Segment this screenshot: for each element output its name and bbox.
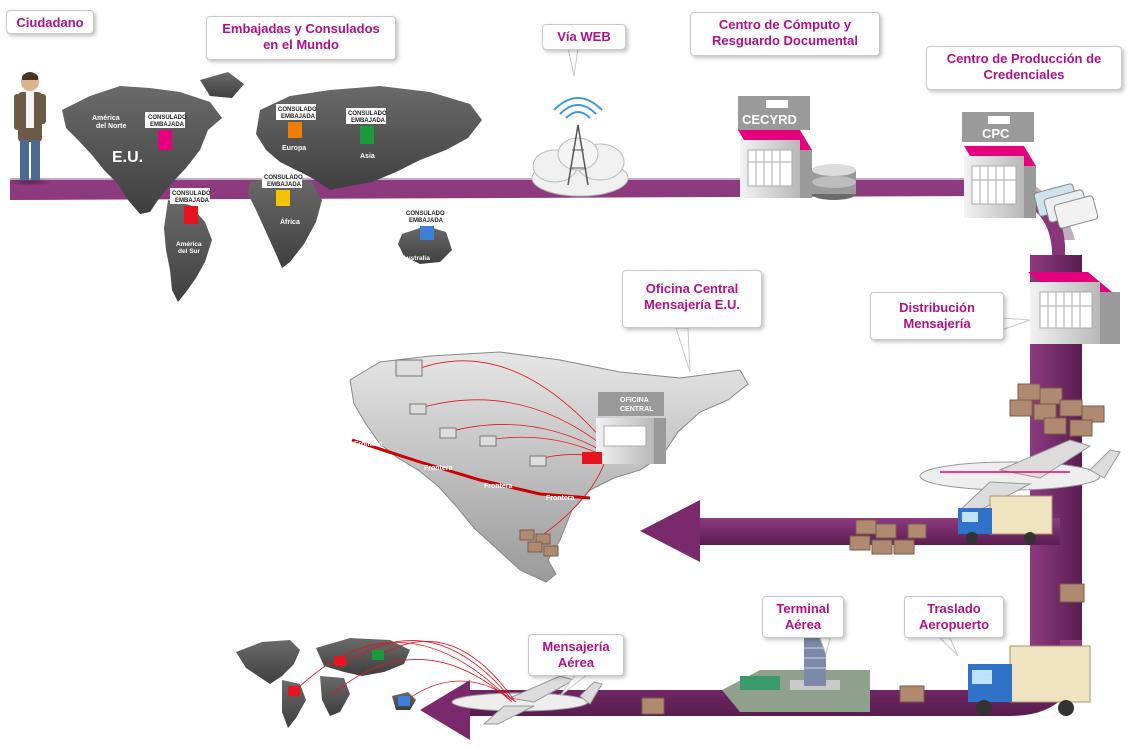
asia-label: Asia bbox=[360, 153, 375, 160]
truck-bottom bbox=[968, 645, 1091, 716]
frontera-label-3: Frontera bbox=[484, 483, 513, 490]
cecyrd-building: IFE CECYRD bbox=[738, 96, 856, 200]
australia-shape bbox=[398, 226, 452, 264]
web-cloud bbox=[531, 97, 629, 197]
callout-ciudadano: Ciudadano bbox=[6, 10, 94, 34]
america-sur-label-2: del Sur bbox=[178, 248, 201, 255]
callout-traslado: Traslado Aeropuerto bbox=[904, 596, 1004, 638]
world-map: América del Norte E.U. América del Sur E… bbox=[62, 72, 482, 302]
ciudadano-figure bbox=[8, 72, 52, 186]
callout-embajadas: Embajadas y Consulados en el Mundo bbox=[206, 16, 396, 60]
consulado-marker-sa: CONSULADO EMBAJADA bbox=[170, 188, 211, 224]
svg-text:CONSULADO: CONSULADO bbox=[172, 191, 211, 197]
svg-text:IFE: IFE bbox=[992, 118, 1000, 124]
africa-shape bbox=[248, 176, 322, 268]
svg-text:CONSULADO: CONSULADO bbox=[264, 175, 303, 181]
svg-text:EMBAJADA: EMBAJADA bbox=[351, 118, 386, 124]
cpc-building: IFE CPC bbox=[962, 112, 1099, 229]
callout-via-web: Vía WEB bbox=[542, 24, 626, 50]
svg-text:EMBAJADA: EMBAJADA bbox=[150, 122, 185, 128]
south-america-shape bbox=[164, 200, 212, 302]
australia-label: Australia bbox=[402, 255, 430, 262]
america-norte-label-2: del Norte bbox=[96, 123, 126, 130]
callout-mensajeria-aerea: Mensajería Aérea bbox=[528, 634, 624, 676]
svg-text:CENTRAL: CENTRAL bbox=[620, 406, 654, 413]
consulado-marker-asia: CONSULADO EMBAJADA bbox=[346, 108, 387, 144]
africa-label: África bbox=[280, 217, 300, 226]
passenger-airplane bbox=[451, 675, 603, 725]
svg-text:EMBAJADA: EMBAJADA bbox=[281, 114, 316, 120]
bottom-world-map bbox=[236, 638, 517, 728]
oficina-central-building: OFICINA CENTRAL bbox=[596, 392, 666, 464]
svg-text:EMBAJADA: EMBAJADA bbox=[175, 198, 210, 204]
america-norte-label: América bbox=[92, 115, 120, 122]
america-sur-label: América bbox=[176, 241, 202, 248]
us-mexico-map: Frontera Frontera Frontera Frontera OFIC… bbox=[349, 351, 749, 583]
svg-text:IFE: IFE bbox=[770, 102, 778, 108]
greenland-shape bbox=[200, 72, 244, 98]
truck-middle bbox=[958, 495, 1053, 544]
airport-terminal bbox=[722, 638, 870, 712]
callout-oficina-central: Oficina Central Mensajería E.U. bbox=[622, 270, 762, 328]
consulado-marker-eu: CONSULADO EMBAJADA bbox=[276, 104, 317, 138]
consulado-marker-africa: CONSULADO EMBAJADA bbox=[262, 172, 303, 206]
consulado-marker-na: CONSULADO EMBAJADA bbox=[145, 112, 187, 150]
svg-text:EMBAJADA: EMBAJADA bbox=[409, 218, 444, 224]
callout-centro-computo: Centro de Cómputo y Resguardo Documental bbox=[690, 12, 880, 56]
svg-text:CONSULADO: CONSULADO bbox=[348, 111, 387, 117]
distribucion-building bbox=[1028, 272, 1120, 344]
europa-label: Europa bbox=[282, 145, 306, 152]
credential-cards bbox=[1033, 183, 1099, 229]
consulado-marker-australia: CONSULADO EMBAJADA bbox=[404, 208, 445, 240]
svg-text:CONSULADO: CONSULADO bbox=[278, 107, 317, 113]
svg-text:EMBAJADA: EMBAJADA bbox=[267, 182, 302, 188]
callout-tails bbox=[559, 47, 1031, 697]
callout-terminal: Terminal Aérea bbox=[762, 596, 844, 638]
package-boxes bbox=[641, 383, 1105, 715]
svg-text:CPC: CPC bbox=[982, 126, 1010, 141]
frontera-label-2: Frontera bbox=[424, 465, 453, 472]
frontera-label-4: Frontera bbox=[546, 495, 575, 502]
svg-text:OFICINA: OFICINA bbox=[620, 397, 649, 404]
svg-text:CONSULADO: CONSULADO bbox=[406, 211, 445, 217]
svg-text:CONSULADO: CONSULADO bbox=[148, 115, 187, 121]
callout-centro-produccion: Centro de Producción de Credenciales bbox=[926, 46, 1122, 90]
svg-text:CECYRD: CECYRD bbox=[742, 112, 797, 127]
frontera-label-1: Frontera bbox=[354, 441, 383, 448]
callout-distribucion: Distribución Mensajería bbox=[870, 292, 1004, 340]
eu-label: E.U. bbox=[112, 149, 143, 166]
